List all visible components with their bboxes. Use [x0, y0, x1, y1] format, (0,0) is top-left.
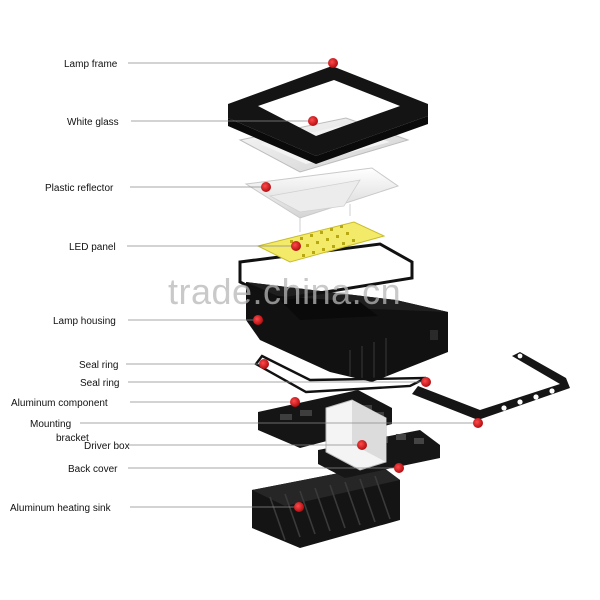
marker-aluminum-component [290, 397, 300, 407]
label-seal-ring-2: Seal ring [80, 378, 119, 389]
marker-aluminum-heating-sink [294, 502, 304, 512]
marker-lamp-housing [253, 315, 263, 325]
part-labels: Lamp frame White glass Plastic reflector… [10, 59, 130, 514]
seal-ring-part-1 [238, 242, 414, 302]
label-plastic-reflector: Plastic reflector [45, 183, 114, 194]
leader-lines [80, 62, 478, 508]
label-mounting-bracket-line1: Mounting [30, 419, 71, 430]
led-panel-part [256, 221, 386, 263]
marker-plastic-reflector [261, 182, 271, 192]
callout-markers [253, 58, 483, 512]
lamp-housing-part [246, 282, 448, 382]
marker-driver-box [357, 440, 367, 450]
label-mounting-bracket-line2: bracket [56, 433, 89, 444]
label-white-glass: White glass [67, 117, 119, 128]
marker-white-glass [308, 116, 318, 126]
label-lamp-frame: Lamp frame [64, 59, 118, 70]
label-led-panel: LED panel [69, 242, 116, 253]
marker-seal-ring-2 [421, 377, 431, 387]
marker-back-cover [394, 463, 404, 473]
marker-mounting-bracket [473, 418, 483, 428]
driver-box-part [325, 399, 387, 471]
aluminum-heating-sink-part [252, 465, 400, 548]
plastic-reflector-part [244, 167, 400, 232]
label-lamp-housing: Lamp housing [53, 316, 116, 327]
label-aluminum-heating-sink: Aluminum heating sink [10, 503, 112, 514]
label-aluminum-component: Aluminum component [11, 398, 108, 409]
watermark: trade.china.cn [168, 271, 401, 312]
marker-lamp-frame [328, 58, 338, 68]
marker-led-panel [291, 241, 301, 251]
marker-seal-ring-1 [259, 359, 269, 369]
label-seal-ring-1: Seal ring [79, 360, 118, 371]
mounting-bracket-part [412, 352, 570, 420]
label-driver-box: Driver box [84, 441, 130, 452]
lamp-frame-part [228, 66, 428, 164]
label-back-cover: Back cover [68, 464, 118, 475]
